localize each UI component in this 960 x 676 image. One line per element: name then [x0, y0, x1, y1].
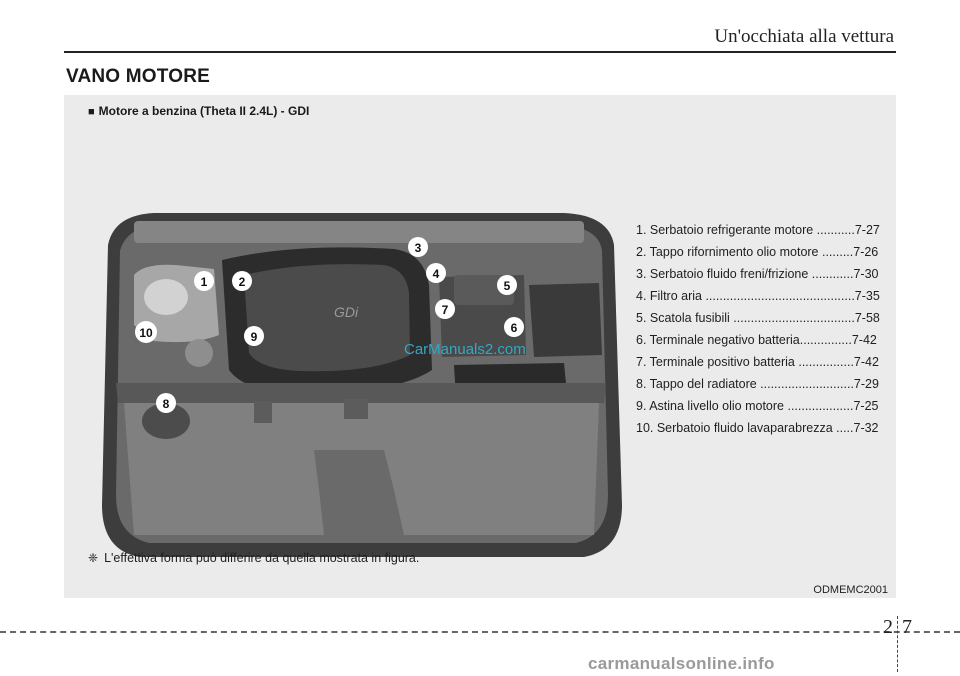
engine-logo: GDi — [334, 304, 359, 320]
callout-5: 5 — [504, 279, 511, 293]
panel-heading-text: Motore a benzina (Theta II 2.4L) - GDI — [98, 104, 310, 118]
legend-item: 10. Serbatoio fluido lavaparabrezza ....… — [636, 421, 879, 435]
panel-heading: ■Motore a benzina (Theta II 2.4L) - GDI — [88, 104, 309, 118]
page-section-number: 2 — [883, 616, 893, 638]
component-legend: 1. Serbatoio refrigerante motore .......… — [636, 219, 886, 439]
page-number-divider — [897, 616, 898, 672]
site-watermark: CarManuals2.com — [404, 341, 526, 358]
callout-4: 4 — [433, 267, 440, 281]
callout-1: 1 — [201, 275, 208, 289]
header-divider — [64, 51, 896, 53]
legend-item: 4. Filtro aria .........................… — [636, 289, 880, 303]
legend-item: 6. Terminale negativo batteria..........… — [636, 333, 877, 347]
legend-item: 7. Terminale positivo batteria .........… — [636, 355, 879, 369]
callout-8: 8 — [163, 397, 170, 411]
section-title: VANO MOTORE — [66, 66, 211, 87]
page-number: 7 — [902, 616, 912, 638]
figure-note: ❈ L'effettiva forma può differire da quel… — [88, 551, 419, 565]
note-mark-icon: ❈ — [88, 551, 99, 565]
square-bullet-icon: ■ — [88, 106, 95, 118]
figure-note-text: L'effettiva forma può differire da quell… — [104, 551, 420, 565]
legend-item: 9. Astina livello olio motore ..........… — [636, 399, 879, 413]
callout-3: 3 — [415, 241, 422, 255]
engine-bay-panel: ■Motore a benzina (Theta II 2.4L) - GDI … — [64, 95, 896, 598]
footer-divider — [0, 631, 960, 633]
callout-9: 9 — [251, 330, 258, 344]
engine-bay-illustration: GDi 1 2 3 4 5 6 7 — [102, 213, 622, 557]
legend-item: 3. Serbatoio fluido freni/frizione .....… — [636, 267, 879, 281]
legend-item: 8. Tappo del radiatore .................… — [636, 377, 879, 391]
footer-watermark: carmanualsonline.info — [588, 654, 775, 673]
callout-2: 2 — [239, 275, 246, 289]
callout-7: 7 — [442, 303, 449, 317]
callout-10: 10 — [139, 326, 153, 340]
legend-item: 5. Scatola fusibili ....................… — [636, 311, 880, 325]
chapter-title: Un'occhiata alla vettura — [714, 26, 894, 47]
legend-item: 1. Serbatoio refrigerante motore .......… — [636, 223, 880, 237]
image-code: ODMEMC2001 — [813, 584, 888, 596]
callout-6: 6 — [511, 321, 518, 335]
legend-item: 2. Tappo rifornimento olio motore ......… — [636, 245, 879, 259]
